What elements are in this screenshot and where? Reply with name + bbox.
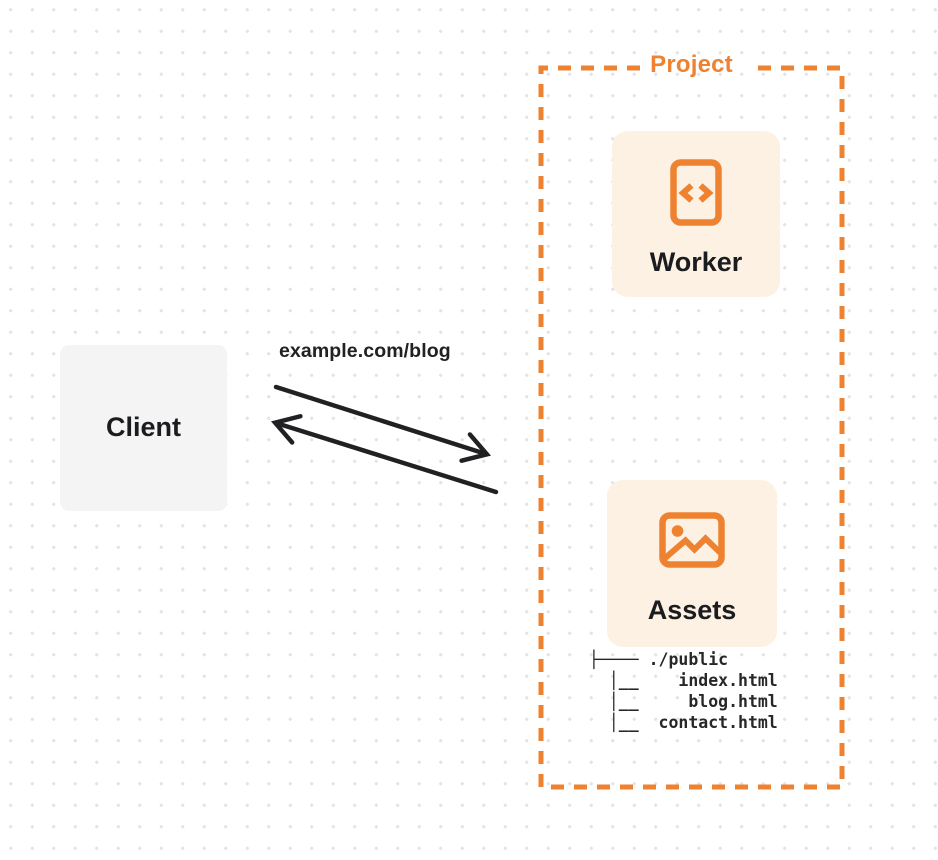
response-arrow: [270, 413, 499, 495]
worker-node: Worker: [612, 131, 780, 297]
image-icon: [659, 512, 725, 568]
request-arrow: [273, 384, 492, 463]
assets-label: Assets: [647, 595, 737, 625]
assets-node: Assets: [607, 480, 777, 647]
client-node: Client: [60, 345, 227, 511]
client-label: Client: [105, 412, 181, 443]
worker-label: Worker: [649, 247, 743, 277]
project-label: Project: [650, 51, 733, 78]
code-file-icon: [670, 159, 722, 226]
project-boundary: [538, 65, 845, 790]
assets-file-tree: ├──── ./public │__ index.html │__ blog.h…: [589, 650, 778, 732]
request-url-label: example.com/blog: [279, 340, 451, 362]
